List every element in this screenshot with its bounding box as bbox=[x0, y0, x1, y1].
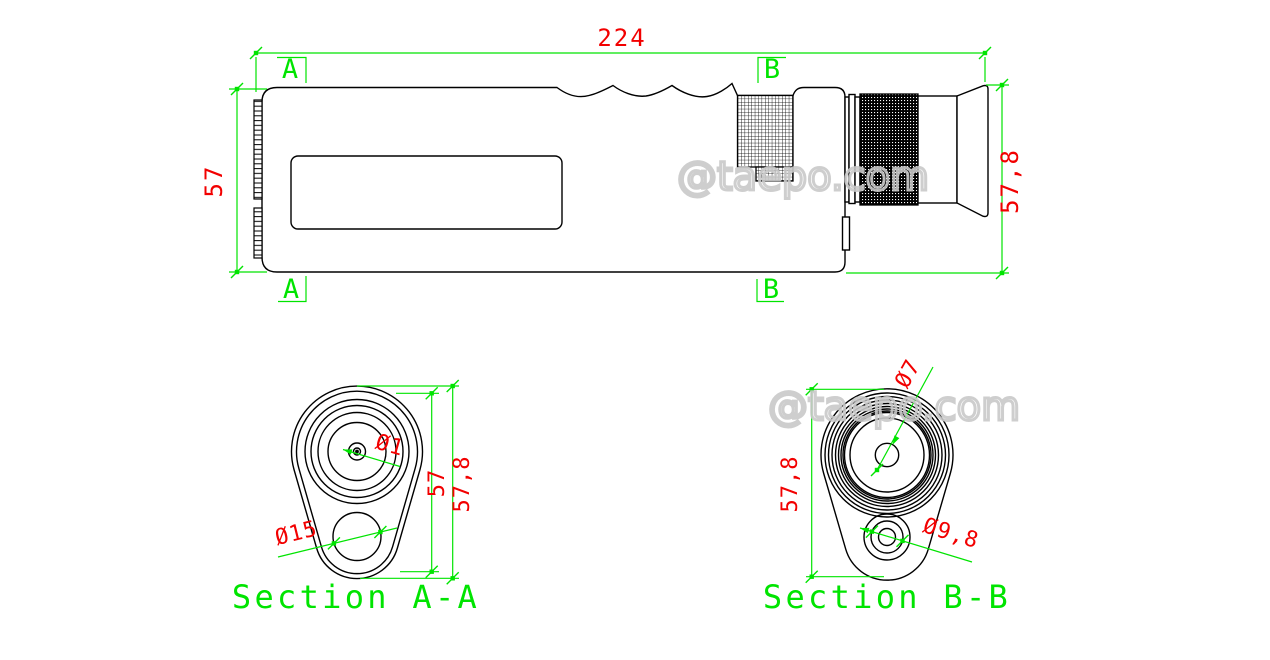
section-aa-inner-outline bbox=[295, 390, 419, 575]
section-aa-view: Ø1 Ø15 57 57,8 Section A-A bbox=[232, 379, 480, 616]
section-aa-dim-outer-height: 57,8 bbox=[357, 379, 475, 585]
watermark-top: @taepo.com bbox=[677, 154, 929, 200]
section-aa-title: Section A-A bbox=[232, 578, 480, 616]
dimension-height-57: 57 bbox=[200, 82, 267, 279]
dim-length-text: 224 bbox=[597, 24, 646, 52]
marker-a-bottom-letter: A bbox=[283, 274, 299, 305]
section-aa-dim-center-hole: Ø1 bbox=[342, 430, 407, 468]
section-bb-dim-height: 57,8 bbox=[778, 382, 884, 584]
section-marker-a-top: A bbox=[277, 54, 307, 85]
section-marker-b-bottom: B bbox=[756, 274, 784, 305]
dim-aa-inner-height-text: 57 bbox=[425, 469, 450, 498]
watermark-bottom: @taepo.com bbox=[768, 384, 1020, 430]
dim-aa-bottom-hole-text: Ø15 bbox=[273, 516, 321, 551]
marker-b-top-letter: B bbox=[764, 54, 780, 85]
dimension-height-57-8: 57,8 bbox=[846, 78, 1024, 280]
section-marker-a-bottom: A bbox=[278, 274, 307, 305]
dim-height-left-text: 57 bbox=[200, 165, 228, 198]
section-bb-view: 57,8 Ø7 Ø9,8 Section B-B bbox=[763, 355, 1011, 616]
section-bb-bottom-circles bbox=[863, 513, 911, 561]
front-rib-lower bbox=[253, 207, 263, 259]
section-marker-b-top: B bbox=[757, 54, 786, 85]
focus-wheel bbox=[736, 94, 794, 168]
dim-aa-center-hole-text: Ø1 bbox=[373, 430, 407, 462]
section-bb-title: Section B-B bbox=[763, 578, 1011, 616]
label-window bbox=[290, 155, 563, 230]
section-bb-outline bbox=[820, 388, 954, 581]
focus-wheel-tab bbox=[755, 166, 794, 182]
marker-a-top-letter: A bbox=[282, 54, 298, 85]
dim-bb-height-text: 57,8 bbox=[778, 456, 803, 513]
device-body-outline bbox=[261, 82, 846, 273]
section-aa-dim-bottom-hole: Ø15 bbox=[273, 516, 398, 558]
section-bb-knurl-rings bbox=[824, 392, 950, 518]
dimension-length-224: 224 bbox=[249, 24, 992, 92]
section-aa-dim-inner-height: 57 bbox=[396, 386, 450, 579]
eyecup-cone bbox=[956, 84, 989, 218]
section-aa-outer-outline bbox=[290, 385, 424, 580]
eyepiece-barrel bbox=[917, 95, 958, 204]
section-aa-bottom-hole bbox=[332, 511, 382, 562]
dim-height-right-text: 57,8 bbox=[996, 148, 1024, 214]
marker-b-bottom-letter: B bbox=[763, 274, 779, 305]
dim-aa-outer-height-text: 57,8 bbox=[450, 456, 475, 513]
section-aa-lens-circles bbox=[304, 398, 410, 505]
front-rib-upper bbox=[253, 99, 263, 200]
top-view: 224 57 57,8 A A bbox=[200, 24, 1024, 305]
side-button bbox=[841, 216, 851, 251]
